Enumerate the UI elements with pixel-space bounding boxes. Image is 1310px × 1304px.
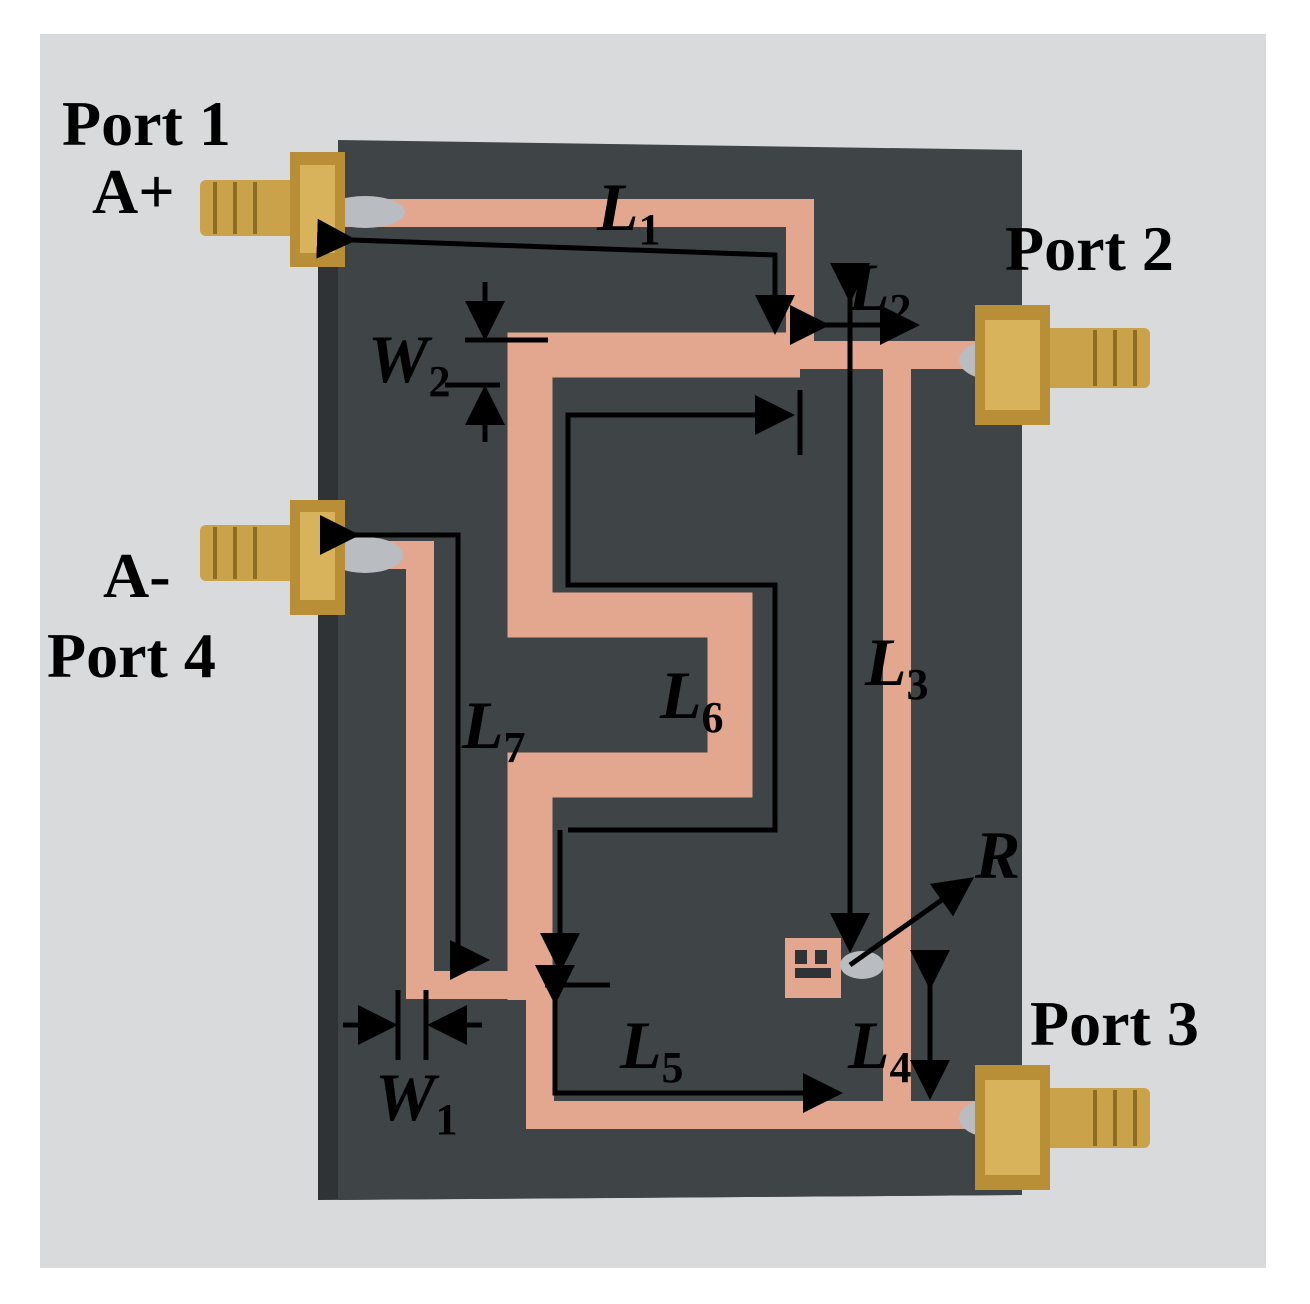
sma-connector-port1 bbox=[200, 152, 345, 267]
dimension-arrow-l1 bbox=[316, 218, 795, 335]
dimension-arrow-w1 bbox=[343, 990, 482, 1060]
sma-connector-port2 bbox=[975, 305, 1150, 425]
label-l5: L5 bbox=[619, 1007, 684, 1092]
label-port4-polarity: A- bbox=[103, 540, 171, 611]
label-port1-polarity: A+ bbox=[92, 156, 175, 227]
dimension-arrow-w2 bbox=[445, 282, 548, 442]
label-w1: W1 bbox=[375, 1059, 457, 1144]
label-l7: L7 bbox=[461, 687, 526, 772]
label-r: R bbox=[974, 817, 1020, 893]
label-l3: L3 bbox=[864, 624, 929, 709]
dimension-arrow-l6 bbox=[565, 390, 803, 833]
resistor-pointer-arrow bbox=[848, 877, 975, 968]
label-port1: Port 1 bbox=[62, 88, 231, 159]
label-l6: L6 bbox=[659, 657, 724, 742]
label-l2: L2 bbox=[847, 249, 912, 334]
dimension-arrow-l7 bbox=[320, 515, 490, 980]
labels: Port 1 A+ Port 2 Port 3 A- Port 4 L1 L2 … bbox=[47, 88, 1199, 1144]
dimension-arrow-l5 bbox=[535, 830, 843, 1113]
sma-connector-port3 bbox=[975, 1065, 1150, 1190]
label-w2: W2 bbox=[368, 321, 450, 406]
label-port2: Port 2 bbox=[1005, 213, 1174, 284]
label-l1: L1 bbox=[596, 169, 661, 254]
label-port4: Port 4 bbox=[47, 620, 216, 691]
label-port3: Port 3 bbox=[1030, 988, 1199, 1059]
dimension-annotations bbox=[316, 218, 975, 1113]
label-l4: L4 bbox=[847, 1007, 912, 1092]
